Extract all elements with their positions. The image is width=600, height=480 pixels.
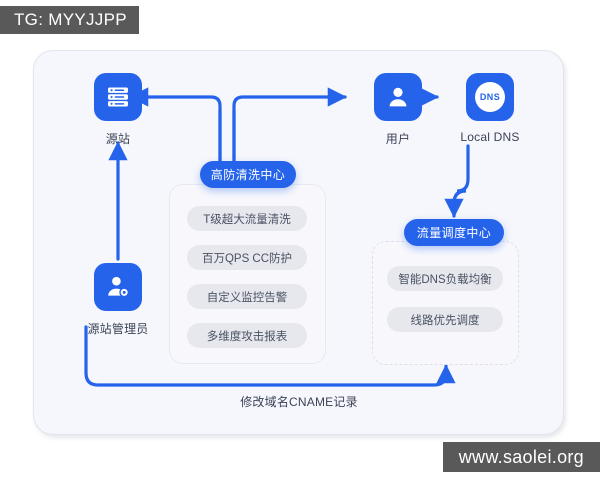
node-user-label: 用户 (385, 132, 411, 146)
watermark-top-left: TG: MYYJJPP (0, 6, 139, 34)
scheduling-center-title[interactable]: 流量调度中心 (404, 219, 504, 246)
node-origin-admin-label: 源站管理员 (87, 322, 149, 336)
cleaning-feature-item[interactable]: 多维度攻击报表 (187, 323, 307, 348)
scheduling-group-frame (372, 241, 519, 365)
node-origin[interactable]: 源站 (72, 73, 164, 147)
node-origin-admin[interactable]: 源站管理员 (72, 263, 164, 337)
node-origin-label: 源站 (105, 132, 131, 146)
node-user[interactable]: 用户 (352, 73, 444, 147)
user-icon (374, 73, 422, 121)
cname-edge-label: 修改域名CNAME记录 (240, 395, 358, 409)
scheduling-feature-item[interactable]: 智能DNS负载均衡 (387, 266, 503, 291)
node-local-dns[interactable]: DNS Local DNS (444, 73, 536, 144)
cleaning-feature-item[interactable]: 百万QPS CC防护 (187, 245, 307, 270)
watermark-bottom-right: www.saolei.org (442, 442, 600, 472)
cleaning-feature-item[interactable]: T级超大流量清洗 (187, 206, 307, 231)
diagram-card: 源站 用户 DNS Local DNS 源站管理员 高防清洗中 (33, 50, 564, 435)
cleaning-center-title[interactable]: 高防清洗中心 (200, 161, 296, 188)
cleaning-feature-item[interactable]: 自定义监控告警 (187, 284, 307, 309)
watermark-bottom-right-text: www.saolei.org (458, 446, 584, 467)
server-icon (94, 73, 142, 121)
user-settings-icon (94, 263, 142, 311)
dns-badge-icon: DNS (466, 73, 514, 121)
node-local-dns-label: Local DNS (460, 130, 520, 144)
watermark-top-left-text: TG: MYYJJPP (14, 10, 127, 29)
edge-dns-to-scheduling (444, 144, 470, 218)
dns-badge-text: DNS (475, 82, 505, 112)
scheduling-feature-item[interactable]: 线路优先调度 (387, 307, 503, 332)
